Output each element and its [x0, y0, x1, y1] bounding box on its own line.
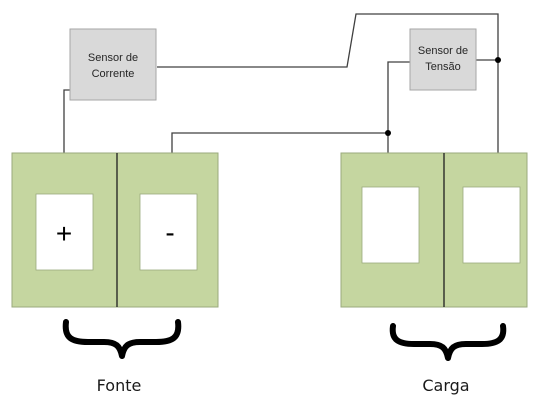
fonte-negative-terminal: [139, 193, 198, 271]
fonte-block: + -: [11, 152, 219, 308]
voltage-sensor-label-line2: Tensão: [425, 61, 460, 73]
fonte-positive-symbol: +: [56, 218, 72, 249]
current-sensor-box: [69, 28, 157, 101]
voltage-sensor-box: [409, 28, 477, 91]
carga-right-terminal: [462, 186, 521, 264]
wires: [63, 13, 501, 153]
carga-label: Carga: [422, 376, 469, 395]
voltage-sensor: Sensor de Tensão: [409, 28, 477, 91]
fonte-positive-terminal: [35, 193, 94, 271]
fonte-label: Fonte: [97, 376, 142, 395]
current-sensor-label-line2: Corrente: [92, 68, 135, 80]
wire-fonte-negative-to-carga-left: [171, 132, 388, 153]
junction-dot-left: [385, 130, 391, 136]
wire-fonte-positive-to-current-sensor: [63, 89, 70, 153]
fonte-brace: [62, 319, 182, 359]
wire-carga-left-to-voltage-sensor: [387, 61, 410, 153]
voltage-sensor-label-line1: Sensor de: [418, 45, 468, 57]
fonte-negative-symbol: -: [165, 217, 174, 248]
junction-dot-right: [495, 57, 501, 63]
carga-block: [340, 152, 528, 308]
current-sensor: Sensor de Corrente: [69, 28, 157, 101]
current-sensor-label-line1: Sensor de: [88, 52, 138, 64]
carga-brace: [389, 323, 507, 361]
carga-left-terminal: [361, 186, 420, 264]
